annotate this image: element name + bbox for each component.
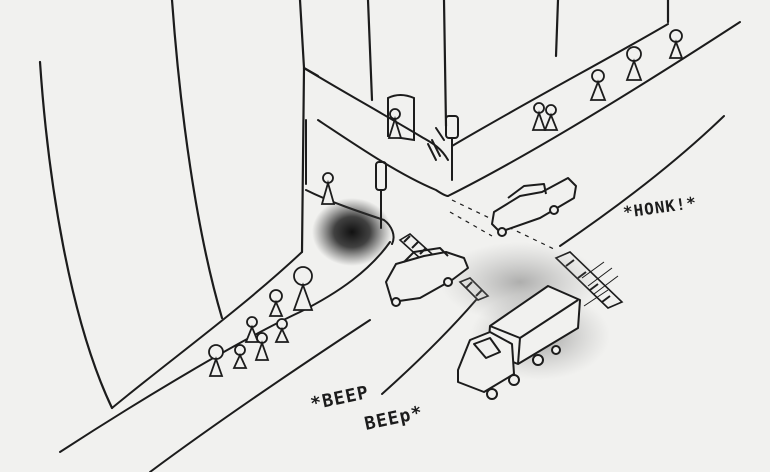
building-back-edge [366, 0, 374, 102]
car-upper [491, 177, 577, 237]
corner-building-edge-2 [298, 0, 306, 70]
pedestrians [208, 29, 684, 377]
pedestrian [268, 289, 284, 317]
pedestrian [244, 316, 260, 343]
pedestrian [274, 318, 290, 343]
pedestrian [543, 104, 559, 131]
pedestrian [292, 266, 314, 311]
pedestrian [625, 46, 643, 81]
sign-posts [375, 94, 459, 229]
back-right-building-base [451, 23, 669, 147]
corner-building-edge [300, 66, 306, 254]
top-right-curb [447, 21, 741, 197]
road-edge-lower-left [149, 319, 371, 472]
left-sidewalk-building-base [111, 251, 303, 409]
pedestrian [254, 332, 270, 361]
back-sidewalk-edge [303, 67, 449, 161]
building-back-edge-2 [442, 0, 448, 128]
pedestrian [387, 108, 403, 139]
top-corner-curb [317, 119, 449, 197]
car-lower [385, 247, 469, 307]
buildings [38, 0, 670, 410]
road-edge-right [559, 115, 725, 247]
building-left-edge [38, 60, 114, 410]
pedestrian [232, 344, 248, 369]
pedestrian [531, 102, 547, 131]
building-left-inner-edge [170, 0, 224, 320]
pedestrian [320, 172, 336, 205]
vehicles [385, 177, 581, 400]
dark-smudge [312, 198, 392, 266]
truck-cab [457, 331, 515, 393]
pedestrian [668, 29, 684, 59]
truck [457, 285, 581, 400]
pedestrian [589, 69, 607, 101]
booth-door [387, 94, 415, 142]
building-right-edge [554, 0, 560, 58]
speed-lines [581, 261, 619, 307]
pedestrian [208, 344, 224, 377]
